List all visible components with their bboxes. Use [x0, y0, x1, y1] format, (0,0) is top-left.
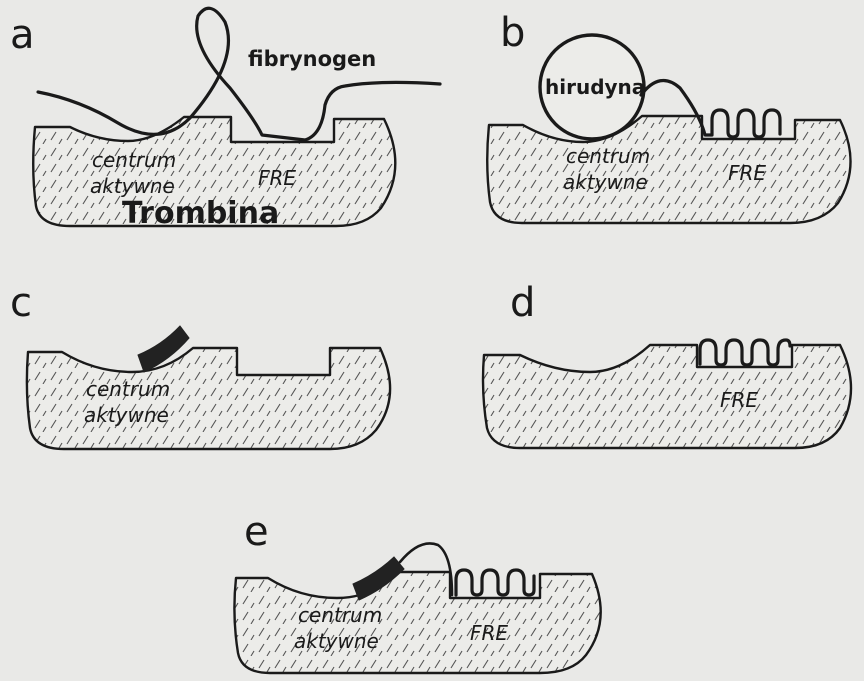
panel-e-active-site-line1: centrum [298, 603, 382, 627]
panel-a-enzyme-label: Trombina [122, 196, 279, 231]
bivalent-inhibitor-tail [456, 570, 534, 595]
panel-d-thrombin-body [483, 345, 851, 448]
panel-b-exosite-label: FRE [728, 161, 766, 185]
panel-a-active-site-line2: aktywne [90, 174, 175, 198]
panel-e-letter: e [244, 509, 269, 555]
exosite-binding-peptide [700, 340, 790, 365]
panel-c-thrombin-body [27, 348, 390, 449]
fibrinogen-label: fibrynogen [248, 47, 376, 71]
panel-d-letter: d [510, 280, 535, 326]
panel-a-letter: a [10, 12, 35, 58]
panel-b-active-site-line2: aktywne [563, 170, 648, 194]
hirudin-label: hirudyna [545, 75, 645, 99]
panel-b-active-site-line1: centrum [566, 144, 650, 168]
panel-d-exosite-label: FRE [720, 388, 758, 412]
panel-a-exosite-label: FRE [258, 166, 296, 190]
panel-c-active-site-line1: centrum [86, 377, 170, 401]
panel-c: c centrum aktywne [10, 280, 390, 449]
panel-e-active-site-line2: aktywne [294, 629, 379, 653]
panel-c-letter: c [10, 280, 32, 326]
panel-e: e centrum aktywne FRE [234, 509, 600, 673]
panel-e-exosite-label: FRE [470, 621, 508, 645]
panel-b-thrombin-body [487, 116, 850, 223]
panel-e-thrombin-body [234, 572, 600, 673]
panel-b-letter: b [500, 10, 525, 56]
panel-a-active-site-line1: centrum [92, 148, 176, 172]
panel-c-active-site-line2: aktywne [84, 403, 169, 427]
panel-b: b centrum aktywne FRE hirudyna [487, 10, 850, 223]
panel-d: d FRE [483, 280, 851, 448]
panel-a: a centrum aktywne FRE Trombina fibrynoge… [10, 8, 440, 231]
